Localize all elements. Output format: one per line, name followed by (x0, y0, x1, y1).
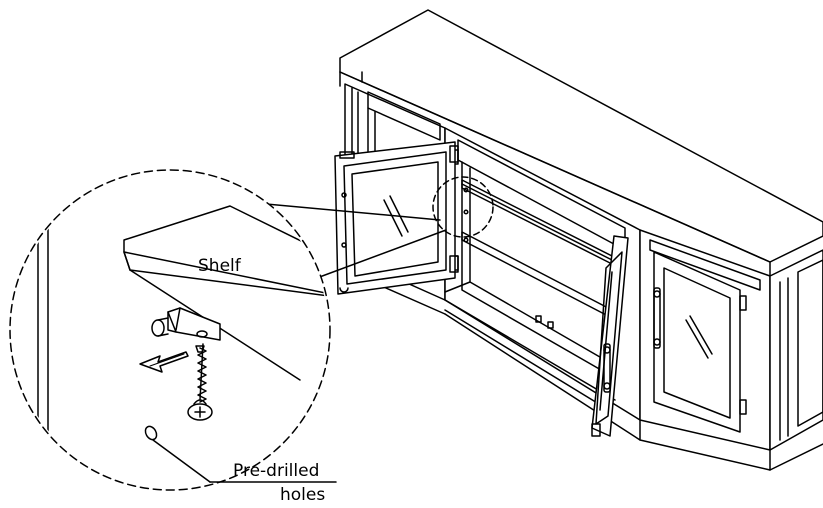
holes-label-line2: holes (280, 485, 325, 503)
detail-target-circle (432, 176, 494, 238)
direction-arrow-icon (139, 351, 189, 373)
shelf-label: Shelf (198, 256, 242, 276)
screw-icon (187, 343, 213, 421)
right-open-door (591, 235, 629, 437)
shelf-pin-bracket (151, 307, 221, 341)
magnified-detail (9, 169, 331, 491)
cabinet (339, 9, 823, 471)
left-open-door (334, 141, 459, 295)
right-door (653, 251, 741, 433)
pre-drilled-hole (144, 425, 158, 441)
holes-leader (152, 439, 211, 483)
holes-label-line1: Pre-drilled (233, 461, 319, 481)
cabinet-right-section (639, 229, 823, 471)
